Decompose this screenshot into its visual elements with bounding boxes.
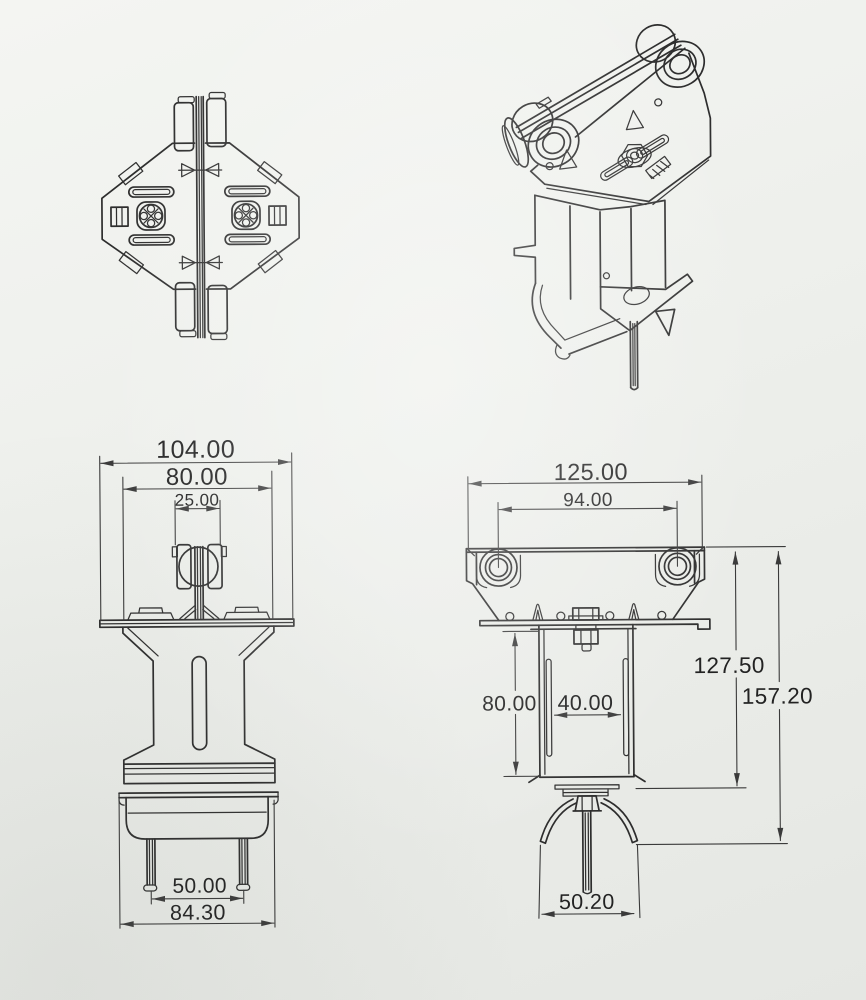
side-view <box>465 546 711 895</box>
dim-side-bracket-inner-width: 40.00 <box>557 691 613 715</box>
side-top-bolt <box>568 606 604 621</box>
dim-side-wheel-center-distance: 94.00 <box>563 490 613 511</box>
dim-side-overall-width: 125.00 <box>554 459 628 486</box>
front-wheel-brackets <box>171 543 228 590</box>
dim-front-wheel-slot-width: 25.00 <box>175 490 220 509</box>
roller-bottom-left <box>174 281 197 338</box>
isometric-view <box>501 24 712 391</box>
side-under-nut <box>573 624 599 652</box>
front-view-dimensions <box>99 452 294 929</box>
dim-side-height-to-clamp: 157.20 <box>742 683 813 708</box>
wheel-left-iso <box>501 102 580 168</box>
front-view <box>98 543 295 892</box>
roller-top-right <box>205 91 227 148</box>
roller-top-left <box>173 96 195 152</box>
edge-tabs <box>118 160 284 275</box>
iso-plate <box>529 47 712 203</box>
side-boxes <box>110 205 287 228</box>
iso-rod <box>629 320 639 391</box>
front-tray <box>118 791 279 840</box>
dim-front-clamp-width: 84.30 <box>170 900 226 924</box>
top-view <box>101 91 301 341</box>
side-clamp-assembly <box>539 784 639 895</box>
dim-side-clamp-width: 50.20 <box>559 890 615 914</box>
front-plate <box>98 618 295 629</box>
front-shaft <box>179 545 220 620</box>
front-body <box>122 625 276 785</box>
dim-front-overall-width: 104.00 <box>156 435 235 464</box>
wheel-right-iso <box>635 24 706 88</box>
screw-left <box>136 201 166 231</box>
roller-bottom-right <box>207 284 229 341</box>
iso-bottom-bracket <box>599 272 694 337</box>
dim-front-guide-width: 80.00 <box>166 463 228 490</box>
front-rods <box>143 837 251 892</box>
side-plate <box>478 602 711 652</box>
screw-right <box>231 200 261 231</box>
iso-channel <box>513 194 667 360</box>
dim-front-rod-spacing: 50.00 <box>172 874 227 897</box>
dim-side-bracket-height: 80.00 <box>482 692 537 715</box>
axle-beam <box>515 33 682 140</box>
rail-arrow-marks <box>178 162 223 270</box>
iso-plate-details <box>545 98 672 181</box>
dim-side-height-to-bracket-bottom: 127.50 <box>693 653 764 678</box>
side-view-dimensions <box>467 474 788 919</box>
side-channel <box>528 623 646 784</box>
side-body <box>465 546 706 622</box>
center-rail <box>195 95 206 339</box>
plate-outline-left <box>101 142 197 291</box>
front-wheel <box>178 546 219 587</box>
front-screw-heads <box>127 606 271 621</box>
plate-slots <box>127 185 272 246</box>
